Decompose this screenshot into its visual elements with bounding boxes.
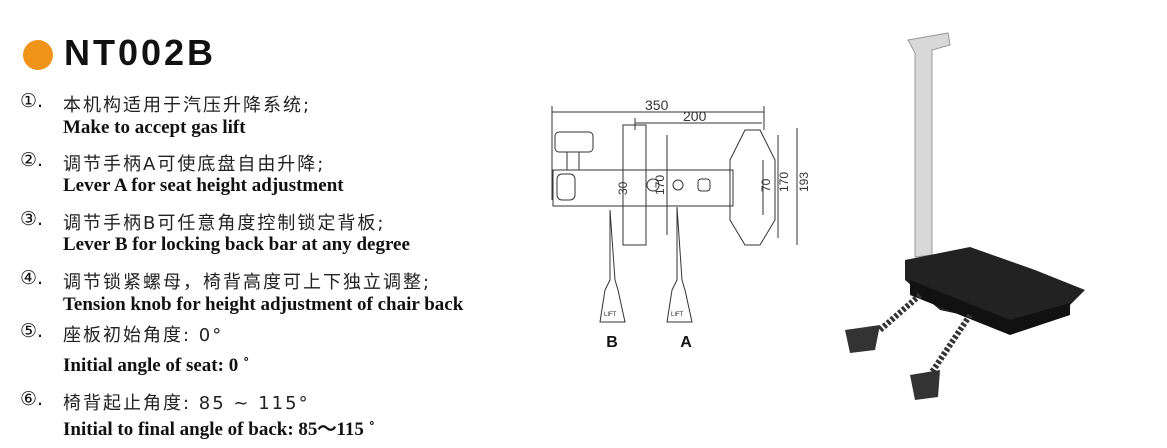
feature-cn: 调节手柄B可任意角度控制锁定背板;: [63, 213, 386, 234]
lever-a: [666, 206, 693, 323]
title-bullet-dot: [23, 40, 53, 70]
feature-number: ④.: [20, 267, 44, 289]
feature-en: Lever B for locking back bar at any degr…: [63, 234, 410, 255]
feature-number: ⑤.: [20, 320, 44, 342]
lift-label-b: LIFT: [604, 312, 617, 318]
product-photo: [845, 32, 1085, 400]
feature-number: ⑥.: [20, 388, 44, 410]
feature-cn: 座板初始角度: 0°: [63, 325, 224, 346]
dim-170-right: 170: [777, 172, 791, 192]
dim-193: 193: [797, 172, 811, 192]
feature-en: Initial angle of seat: 0 ˚: [63, 355, 250, 376]
feature-number: ①.: [20, 90, 44, 112]
technical-drawing: 350 200 30 170 70 170 193 LIFT LIFT B A: [551, 97, 811, 351]
product-title: NT002B: [64, 32, 217, 73]
lever-a-label: A: [680, 334, 692, 351]
feature-number: ②.: [20, 149, 44, 171]
dim-170-left: 170: [653, 175, 667, 195]
lever-b: [599, 209, 626, 323]
feature-number: ③.: [20, 208, 44, 230]
dim-350: 350: [645, 97, 669, 113]
feature-cn: 椅背起止角度: 85 ~ 115°: [63, 393, 310, 414]
lever-b-label: B: [606, 334, 618, 351]
dim-200: 200: [683, 108, 707, 124]
feature-en: Tension knob for height adjustment of ch…: [63, 294, 464, 315]
feature-en: Initial to final angle of back: 85～115 ˚: [63, 419, 375, 440]
lift-label-a: LIFT: [671, 312, 684, 318]
feature-cn: 调节锁紧螺母，椅背高度可上下独立调整;: [63, 272, 432, 293]
dim-30: 30: [616, 181, 630, 195]
feature-en: Lever A for seat height adjustment: [63, 175, 344, 196]
feature-cn: 调节手柄A可使底盘自由升降;: [63, 154, 326, 175]
dim-70: 70: [759, 178, 773, 192]
feature-en: Make to accept gas lift: [63, 117, 246, 138]
feature-cn: 本机构适用于汽压升降系统;: [63, 95, 312, 116]
